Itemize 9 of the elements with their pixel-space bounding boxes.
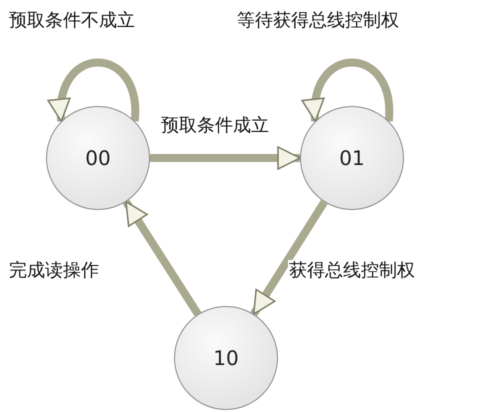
block-arrow <box>122 200 202 316</box>
block-arrow <box>250 200 328 316</box>
curved-arrow <box>303 58 393 122</box>
state-label: 01 <box>339 146 365 170</box>
state-label: 10 <box>213 346 239 370</box>
curved-arrow <box>49 58 139 122</box>
edge-label: 完成读操作 <box>8 260 100 282</box>
block-arrow <box>150 146 301 170</box>
state-label: 00 <box>85 146 111 170</box>
